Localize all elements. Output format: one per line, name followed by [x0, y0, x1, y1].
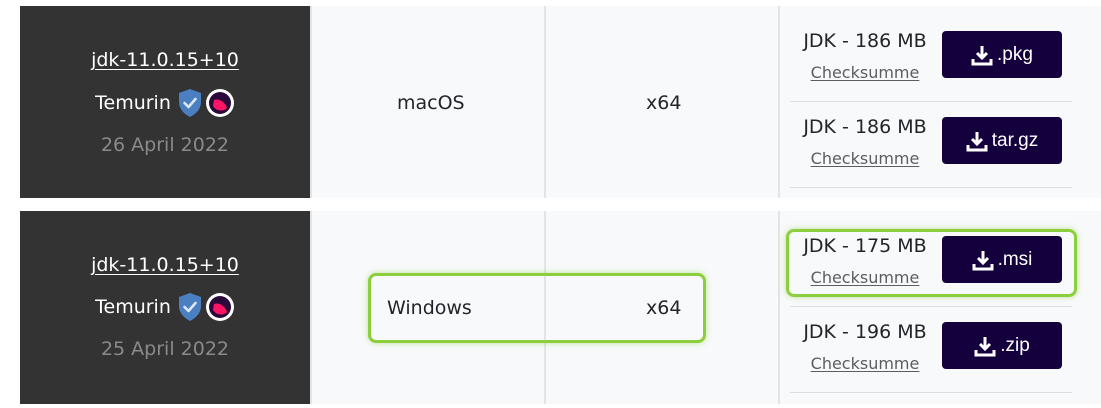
os-label: Windows — [387, 297, 472, 319]
arch-label: x64 — [646, 92, 682, 114]
release-date: 25 April 2022 — [100, 338, 230, 360]
download-button-label: .msi — [997, 248, 1033, 270]
vendor-icons — [177, 88, 235, 118]
download-icon — [971, 45, 993, 65]
column-divider — [310, 211, 312, 404]
download-zip-button[interactable]: .zip — [942, 322, 1062, 369]
release-date: 26 April 2022 — [100, 134, 230, 156]
shield-check-icon — [178, 89, 201, 117]
vendor-name: Temurin — [95, 296, 171, 318]
package-item: JDK - 186 MB Checksumme tar.gz — [790, 102, 1072, 188]
checksum-link[interactable]: Checksumme — [810, 63, 920, 82]
download-msi-button[interactable]: .msi — [942, 236, 1062, 283]
package-divider — [790, 392, 1072, 393]
package-size: JDK - 186 MB — [803, 116, 927, 138]
column-divider — [544, 6, 546, 198]
temurin-logo-icon — [205, 293, 234, 321]
release-version-link[interactable]: jdk-11.0.15+10 — [91, 49, 239, 71]
shield-check-icon — [178, 293, 201, 321]
download-icon — [966, 131, 988, 151]
package-size: JDK - 175 MB — [803, 235, 927, 257]
download-button-label: tar.gz — [991, 129, 1039, 151]
release-row-windows: jdk-11.0.15+10 Temurin 25 April 2022 Win… — [20, 211, 1101, 404]
vendor-row: Temurin — [20, 88, 310, 118]
checksum-link[interactable]: Checksumme — [810, 354, 920, 373]
download-button-label: .zip — [1000, 334, 1030, 356]
package-size: JDK - 186 MB — [803, 30, 927, 52]
package-item: JDK - 186 MB Checksumme .pkg — [790, 16, 1072, 102]
release-version-link[interactable]: jdk-11.0.15+10 — [91, 254, 239, 276]
download-icon — [974, 336, 996, 356]
download-button-label: .pkg — [997, 43, 1033, 65]
vendor-row: Temurin — [20, 292, 310, 322]
column-divider — [778, 211, 780, 404]
os-label: macOS — [397, 92, 465, 114]
release-row-macos: jdk-11.0.15+10 Temurin 26 April 2022 mac… — [20, 6, 1101, 198]
package-divider — [790, 101, 1072, 102]
package-divider — [790, 306, 1072, 307]
package-item: JDK - 175 MB Checksumme .msi — [790, 221, 1072, 307]
release-info-cell: jdk-11.0.15+10 Temurin 25 April 2022 — [20, 211, 310, 404]
column-divider — [778, 6, 780, 198]
release-info-cell: jdk-11.0.15+10 Temurin 26 April 2022 — [20, 6, 310, 198]
vendor-icons — [177, 292, 235, 322]
download-icon — [972, 250, 994, 270]
download-pkg-button[interactable]: .pkg — [942, 31, 1062, 78]
package-size: JDK - 196 MB — [803, 321, 927, 343]
package-item: JDK - 196 MB Checksumme .zip — [790, 307, 1072, 393]
column-divider — [310, 6, 312, 198]
checksum-link[interactable]: Checksumme — [810, 268, 920, 287]
temurin-logo-icon — [205, 89, 234, 117]
package-divider — [790, 187, 1072, 188]
arch-label: x64 — [646, 297, 682, 319]
vendor-name: Temurin — [95, 92, 171, 114]
column-divider — [544, 211, 546, 404]
checksum-link[interactable]: Checksumme — [810, 149, 920, 168]
download-targz-button[interactable]: tar.gz — [942, 117, 1062, 164]
